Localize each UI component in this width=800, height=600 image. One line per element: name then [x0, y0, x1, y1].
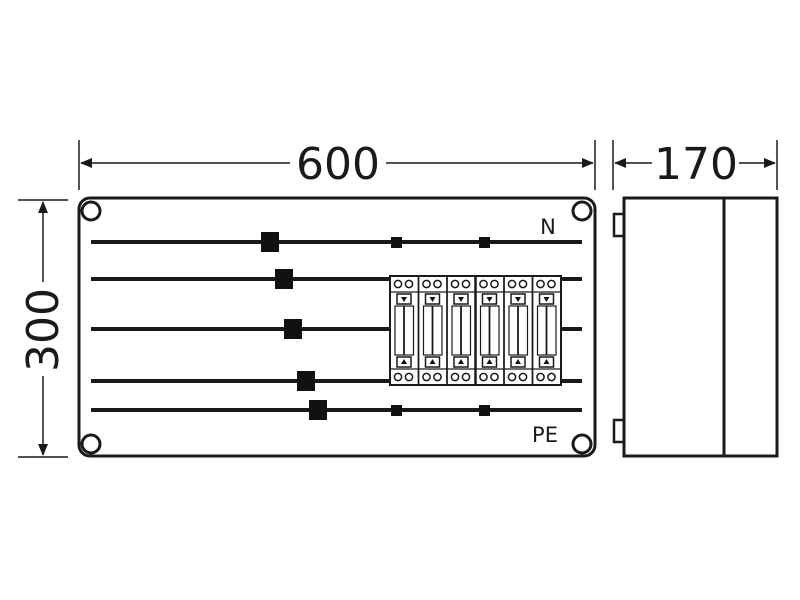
- front-view: N PE: [77, 196, 597, 458]
- fuse-cell-6-bottom-screw-a: [536, 372, 545, 382]
- fuse-cell-6-bottom-contact: [538, 356, 555, 368]
- fuse-cell-2-top-contact: [424, 293, 441, 305]
- terminal-block-l1: [275, 269, 293, 289]
- terminal-block-l3: [297, 371, 315, 391]
- fuse-cell-5-top-screw-b: [518, 279, 528, 289]
- corner-screw-top-right: [571, 200, 593, 222]
- fuse-cell-5-top-arrow: [515, 297, 521, 302]
- fuse-cell-5-top-contact: [510, 293, 526, 305]
- fuse-cell-3-bottom-screw-a: [450, 372, 460, 382]
- depth-dimension: 170: [612, 139, 778, 190]
- fuse-cell-1-top-screw-a: [393, 279, 403, 289]
- fuse-cell-3-bottom-contact: [453, 356, 469, 368]
- fuse-cell-2-bottom-contact: [424, 356, 441, 368]
- fuse-cell-6-top-screw-a: [536, 279, 545, 289]
- fuse-cell-3-top-contact: [453, 293, 469, 305]
- fuse-cell-4-bottom-screw-b: [490, 372, 499, 382]
- fuse-cell-1-bottom-screw-b: [404, 372, 414, 382]
- fuse-cell-6: [531, 275, 562, 386]
- small-terminal-n-2: [479, 237, 490, 248]
- fuse-cell-5-bottom-contact: [510, 356, 526, 368]
- fuse-cell-2-top-screw-a: [422, 279, 431, 289]
- corner-screw-bottom-left: [80, 433, 102, 455]
- fuse-cell-1-top-arrow: [401, 297, 407, 302]
- fuse-cell-5-top-screw-a: [507, 279, 517, 289]
- fuse-cell-1-top-screw-b: [404, 279, 414, 289]
- fuse-cell-2-bottom-arrow: [429, 359, 436, 364]
- fuse-cell-5-bottom-screw-b: [518, 372, 528, 382]
- fuse-cell-2-top-screw-b: [433, 279, 442, 289]
- terminal-block-pe: [309, 400, 327, 420]
- fuse-cell-4-bottom-contact: [481, 356, 498, 368]
- small-terminal-pe-1: [391, 405, 402, 416]
- fuse-cell-4-top-screw-b: [490, 279, 499, 289]
- depth-dimension-label: 170: [654, 139, 738, 190]
- fuse-cell-3-bottom-screw-b: [461, 372, 471, 382]
- label-pe: PE: [532, 423, 558, 447]
- fuse-cell-1-top-contact: [396, 293, 412, 305]
- enclosure-side-outline: [622, 196, 779, 458]
- fuse-cell-6-bottom-arrow: [543, 359, 550, 364]
- fuse-cell-3-top-arrow: [458, 297, 464, 302]
- fuse-cell-6-bottom-screw-b: [547, 372, 556, 382]
- fuse-cell-1-bottom-arrow: [401, 359, 407, 364]
- terminal-block-n: [261, 232, 279, 252]
- width-dimension: 600: [78, 139, 596, 190]
- terminal-block-l2: [284, 319, 302, 339]
- small-terminal-n-1: [391, 237, 402, 248]
- corner-screw-top-left: [80, 200, 102, 222]
- fuse-cell-2-bottom-screw-b: [433, 372, 442, 382]
- fuse-cell-4-bottom-arrow: [486, 359, 493, 364]
- height-dimension: 300: [18, 199, 69, 458]
- fuse-cell-6-top-contact: [538, 293, 555, 305]
- fuse-cell-4-bottom-screw-a: [479, 372, 488, 382]
- fuse-cell-4-top-contact: [481, 293, 498, 305]
- side-hinge-bottom: [612, 418, 626, 444]
- fuse-cell-5-bottom-screw-a: [507, 372, 517, 382]
- enclosure-front-outline: [77, 196, 597, 458]
- fuse-cell-3-top-screw-b: [461, 279, 471, 289]
- width-dimension-label: 600: [296, 139, 380, 190]
- fuse-cell-6-top-screw-b: [547, 279, 556, 289]
- label-n: N: [540, 215, 556, 239]
- fuse-module-group: [389, 275, 562, 386]
- side-hinge-top: [612, 212, 626, 238]
- fuse-cell-6-top-arrow: [543, 297, 550, 302]
- small-terminal-pe-2: [479, 405, 490, 416]
- fuse-cell-1-bottom-contact: [396, 356, 412, 368]
- fuse-cell-3-top-screw-a: [450, 279, 460, 289]
- fuse-cell-4-top-screw-a: [479, 279, 488, 289]
- fuse-cell-3-bottom-arrow: [458, 359, 464, 364]
- fuse-cell-2-top-arrow: [429, 297, 436, 302]
- fuse-cell-1-bottom-screw-a: [393, 372, 403, 382]
- corner-screw-bottom-right: [571, 433, 593, 455]
- fuse-cell-5-bottom-arrow: [515, 359, 521, 364]
- fuse-cell-2-bottom-screw-a: [422, 372, 431, 382]
- fuse-cell-4-top-arrow: [486, 297, 493, 302]
- side-view: [612, 196, 779, 458]
- height-dimension-label: 300: [18, 288, 69, 372]
